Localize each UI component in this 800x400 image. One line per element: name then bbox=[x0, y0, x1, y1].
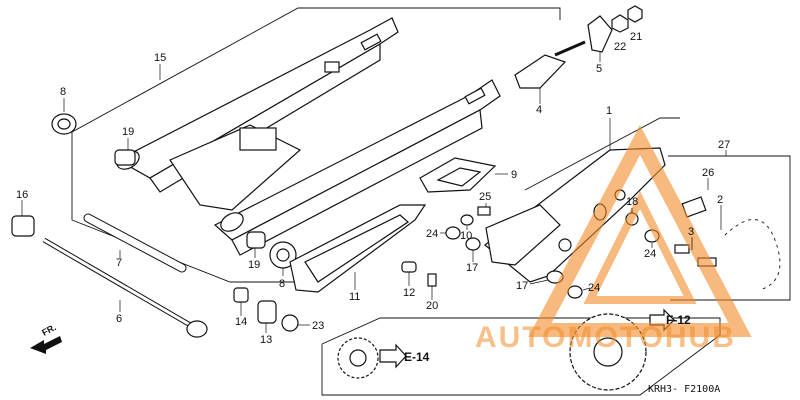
callout-22: 22 bbox=[614, 41, 626, 53]
diagram-code: KRH3- F2100A bbox=[648, 384, 720, 395]
swingarm-frame bbox=[71, 7, 561, 133]
collar bbox=[11, 215, 35, 237]
callout-24-left: 24 bbox=[426, 228, 438, 240]
callout-19-bottom: 19 bbox=[248, 259, 260, 271]
drive-chain bbox=[720, 218, 782, 292]
bolt-24-left bbox=[445, 226, 461, 240]
callout-27: 27 bbox=[718, 139, 730, 151]
ref-label-e14: E-14 bbox=[404, 350, 430, 364]
callout-2: 2 bbox=[717, 194, 723, 206]
drive-sprocket bbox=[337, 337, 379, 379]
callout-24-right: 24 bbox=[644, 248, 656, 260]
callout-18: 18 bbox=[626, 196, 638, 208]
ref-label-f12: F-12 bbox=[666, 313, 691, 327]
collar-13 bbox=[257, 300, 277, 324]
direction-label: FR. bbox=[40, 322, 57, 338]
dust-seal-top bbox=[51, 113, 77, 135]
callout-9: 9 bbox=[511, 169, 517, 181]
collar-14 bbox=[233, 287, 249, 303]
leader-lines bbox=[21, 52, 727, 333]
callout-16: 16 bbox=[16, 189, 28, 201]
pivot-bolt bbox=[42, 237, 208, 338]
callout-12: 12 bbox=[403, 287, 415, 299]
callout-7: 7 bbox=[116, 257, 122, 269]
callout-17-upper: 17 bbox=[466, 262, 478, 274]
callout-4: 4 bbox=[536, 104, 542, 116]
ref-arrow-e14 bbox=[379, 343, 407, 369]
callout-6: 6 bbox=[116, 313, 122, 325]
callout-21: 21 bbox=[630, 31, 642, 43]
callout-19-top: 19 bbox=[122, 126, 134, 138]
callout-8-top: 8 bbox=[60, 86, 66, 98]
callout-3: 3 bbox=[688, 226, 694, 238]
callout-5: 5 bbox=[596, 63, 602, 75]
nut-23 bbox=[281, 314, 299, 332]
callout-14: 14 bbox=[235, 316, 247, 328]
callout-25: 25 bbox=[479, 191, 491, 203]
callout-1: 1 bbox=[606, 105, 612, 117]
bolt-25 bbox=[477, 206, 491, 216]
watermark-logo bbox=[528, 124, 752, 337]
chaincase-frame bbox=[524, 117, 680, 191]
chain-slider bbox=[289, 204, 427, 293]
callout-26: 26 bbox=[702, 167, 714, 179]
adjust-nut bbox=[627, 5, 643, 23]
bolt-24-lower bbox=[567, 285, 583, 299]
dust-seal-bottom bbox=[269, 241, 297, 269]
lock-nut bbox=[611, 14, 629, 33]
callout-20: 20 bbox=[426, 300, 438, 312]
chain-guide bbox=[419, 157, 497, 193]
callout-15: 15 bbox=[154, 52, 166, 64]
callout-8-bottom: 8 bbox=[279, 278, 285, 290]
callout-13: 13 bbox=[260, 334, 272, 346]
fr-arrow-icon bbox=[30, 336, 62, 354]
bushing-bottom bbox=[246, 231, 266, 249]
collar-10 bbox=[460, 214, 474, 226]
chain-adjuster bbox=[514, 40, 586, 89]
swingarm bbox=[116, 17, 501, 256]
guard-plate bbox=[485, 204, 561, 266]
bushing-top bbox=[114, 149, 136, 166]
callout-17-lower: 17 bbox=[516, 280, 528, 292]
callout-24-lower: 24 bbox=[588, 282, 600, 294]
pivot-pipe bbox=[83, 213, 187, 273]
adjuster-plate bbox=[587, 15, 613, 53]
callout-23: 23 bbox=[312, 320, 324, 332]
callouts: 1 2 3 4 5 6 7 8 8 9 10 11 12 13 14 15 16… bbox=[16, 31, 730, 346]
callout-11: 11 bbox=[349, 291, 360, 303]
callout-10: 10 bbox=[460, 230, 472, 242]
watermark-text: AUTOMOTOHUB bbox=[475, 321, 736, 354]
washer-12 bbox=[401, 261, 417, 273]
screw-20 bbox=[427, 273, 437, 287]
